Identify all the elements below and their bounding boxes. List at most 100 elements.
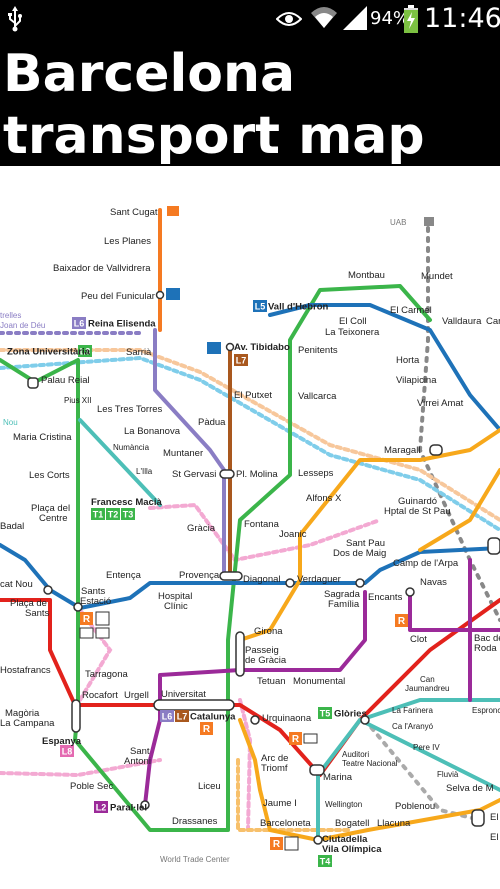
station-arc-2: Triomf <box>261 763 288 774</box>
station-el-m-2: El M <box>490 832 500 843</box>
station-can-2: Jaumandreu <box>405 684 449 693</box>
station-penitents: Penitents <box>298 345 338 356</box>
station-liceu: Liceu <box>198 781 221 792</box>
station-universitat: Universitat <box>161 689 206 700</box>
station-trelles: trelles <box>0 311 21 320</box>
airport-train-icon <box>95 627 110 639</box>
station-cat-nou: cat Nou <box>0 579 33 590</box>
wifi-icon <box>311 7 337 28</box>
badge-t3 <box>121 508 135 520</box>
station-provenca: Provença <box>179 570 220 581</box>
station-drassanes: Drassanes <box>172 816 218 827</box>
station-vilapicina: Vilapicina <box>396 375 437 386</box>
station-st-gervasi: St Gervasi <box>172 469 216 480</box>
station-parallel: Paral·lel <box>110 803 147 814</box>
renfe-icon-3 <box>289 732 302 745</box>
station-world-trade: World Trade Center <box>160 855 230 864</box>
badge-l8-text: L8 <box>62 747 73 757</box>
usb-icon <box>8 6 22 32</box>
station-hospital-2: Clínic <box>164 601 188 612</box>
station-maragall: Maragall <box>384 445 420 456</box>
station-entenca: Entença <box>106 570 142 581</box>
badge-l5-text: L5 <box>255 302 266 312</box>
station-badal: Badal <box>0 521 24 532</box>
station-el-coll-1: El Coll <box>339 316 366 327</box>
svg-text:R: R <box>273 839 281 850</box>
line-l5-lower <box>0 543 500 610</box>
station-monumental: Monumental <box>293 676 345 687</box>
badge-t2 <box>106 508 120 520</box>
station-joan-deu: Joan de Déu <box>0 321 45 330</box>
clock: 11:46 <box>424 3 500 34</box>
rail-lines <box>0 226 500 832</box>
station-lesseps: Lesseps <box>298 468 334 479</box>
line-l4 <box>238 428 500 642</box>
station-placa-sants-1: Plaça de <box>10 598 47 609</box>
station-tarragona: Tarragona <box>85 669 128 680</box>
station-carr: Carr <box>486 316 500 327</box>
svg-text:R: R <box>83 614 91 625</box>
station-zona-universitaria: Zona Universitària <box>7 347 91 358</box>
station-vall-hebron: Vall d'Hebron <box>268 302 329 313</box>
line-l2 <box>143 590 367 807</box>
station-glories: Glòries <box>334 709 367 720</box>
station-el-m: El M <box>490 812 500 823</box>
line-l5 <box>268 303 500 432</box>
station-sagrada-1: Sagrada <box>324 589 361 600</box>
station-bogatell: Bogatell <box>335 818 369 829</box>
station-el-coll-2: La Teixonera <box>325 327 380 338</box>
station-ca-aranyo: Ca l'Aranyó <box>392 722 434 731</box>
station-wellington: Wellington <box>325 800 362 809</box>
svg-text:R: R <box>203 724 211 735</box>
station-nou: Nou <box>3 418 18 427</box>
station-pere-iv: Pere IV <box>413 743 440 752</box>
station-gracia: Gràcia <box>187 523 216 534</box>
station-hostafrancs: Hostafrancs <box>0 665 51 676</box>
station-encants: Encants <box>368 592 403 603</box>
station-magoria-2: La Campana <box>0 718 55 729</box>
station-sants-1: Sants <box>81 586 106 597</box>
station-tetuan: Tetuan <box>257 676 286 687</box>
station-francesc-macia: Francesc Macià <box>91 497 162 508</box>
station-auditori-1: Auditori <box>342 750 369 759</box>
badge-t1-text: T1 <box>93 510 104 520</box>
badge-l7 <box>234 354 248 366</box>
badge-l6b-text: L6 <box>162 712 173 722</box>
badge-t5 <box>318 707 332 719</box>
station-poble-sec: Poble Sec <box>70 781 114 792</box>
tramvia-blau-icon <box>207 342 221 354</box>
badge-l6 <box>72 317 86 329</box>
station-peu-funicular: Peu del Funicular <box>81 291 155 302</box>
line-l4-lower <box>238 718 500 842</box>
station-sant-cugat: Sant Cugat <box>110 207 158 218</box>
station-numancia: Numància <box>113 443 150 452</box>
station-hospital-1: Hospital <box>158 591 192 602</box>
station-catalunya: Catalunya <box>190 712 236 723</box>
bold-stations: Vall d'Hebron Reina Elisenda Zona Univer… <box>7 302 382 856</box>
station-diagonal: Diagonal <box>243 574 281 585</box>
station-clot: Clot <box>410 634 427 645</box>
transport-map[interactable]: L5 L6 L3 L7 T1 T2 T3 L6 L7 T5 L8 L2 T4 <box>0 166 500 889</box>
train-icon <box>95 611 110 626</box>
station-padua: Pàdua <box>198 417 226 428</box>
badge-t3-text: T3 <box>123 510 134 520</box>
transport-icons: R R R R R <box>79 206 434 851</box>
badge-t1 <box>91 508 105 520</box>
station-bac-2: Roda <box>474 643 497 654</box>
line-l6 <box>153 328 226 580</box>
renfe-icon <box>80 612 93 625</box>
station-guinardo-1: Guinardó <box>398 496 437 507</box>
station-les-planes: Les Planes <box>104 236 151 247</box>
fgc-icon <box>167 206 179 216</box>
rail-line-blue-dash <box>0 355 500 532</box>
rail-line-uab <box>417 226 500 622</box>
station-montbau: Montbau <box>348 270 385 281</box>
metro-lines <box>0 208 500 842</box>
station-bac-1: Bac de <box>474 633 500 644</box>
station-mundet: Mundet <box>421 271 453 282</box>
station-poblenou: Poblenou <box>395 801 435 812</box>
badge-l7b <box>175 710 189 722</box>
badge-l3-text: L3 <box>80 347 91 357</box>
funicular-icon <box>166 288 180 300</box>
station-maria-cristina: Maria Cristina <box>13 432 72 443</box>
